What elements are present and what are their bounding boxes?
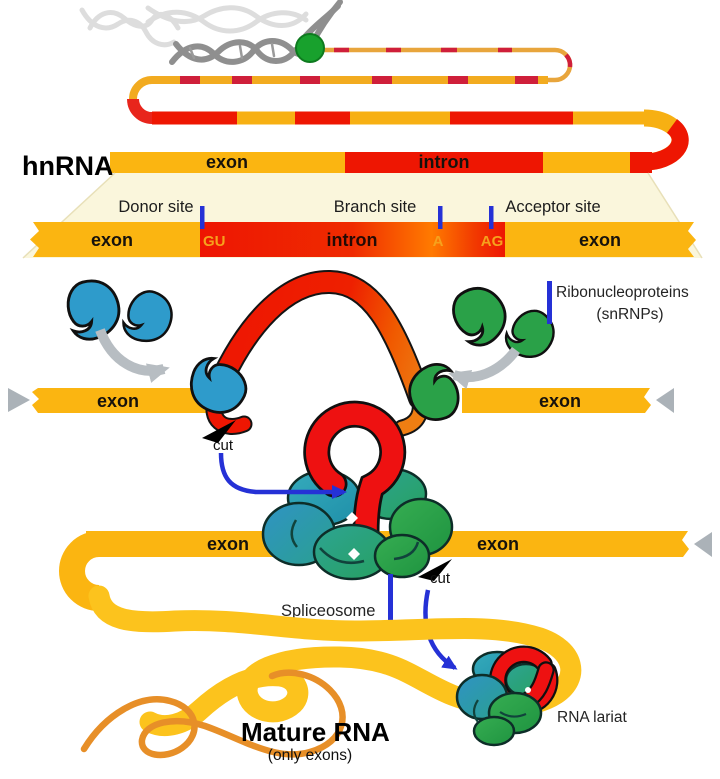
donor-site-tick — [200, 206, 205, 229]
snrnp-label-line1: Ribonucleoproteins — [556, 284, 689, 301]
strand-row-a — [322, 47, 573, 83]
intron-arc — [203, 271, 430, 410]
detail-branch-a-label: A — [433, 233, 444, 250]
hnrna-bar-right-red — [630, 152, 652, 173]
mature-rna-title: Mature RNA — [241, 717, 390, 747]
assembly-exon-right-label: exon — [539, 391, 581, 411]
dna-light-strand-upper-left — [79, 5, 309, 48]
rna-lariat-label: RNA lariat — [557, 709, 627, 726]
hnrna-strand-snake — [127, 47, 689, 171]
acceptor-site-tick — [489, 206, 494, 229]
detail-intron-label: intron — [327, 230, 378, 250]
polymerase-dot-icon — [295, 33, 325, 63]
strand-right-turn-red — [643, 119, 689, 171]
spliceosome-label: Spliceosome — [281, 602, 375, 620]
splicing-exon-left-label: exon — [207, 534, 249, 554]
spliceosome-scene: exon exon Spliceosome cut — [59, 400, 712, 670]
exon-left-downturn — [59, 531, 100, 611]
cut1-label: cut — [213, 437, 234, 454]
spliceosome-lobe-bottom-right — [373, 533, 431, 579]
left-continuation-arrow-icon — [8, 388, 30, 412]
assembly-exon-right-bar — [462, 388, 651, 413]
hnrna-intron-label: intron — [419, 152, 470, 172]
hnrna-exon-label: exon — [206, 152, 248, 172]
mature-rna: Mature RNA (only exons) — [80, 585, 582, 764]
detail-gu-label: GU — [203, 233, 226, 250]
dna-rungs — [188, 42, 276, 60]
hnrna-title: hnRNA — [22, 151, 113, 181]
spliceosome-gap-bottom — [348, 548, 360, 560]
detail-exon-right-label: exon — [579, 230, 621, 250]
assembly-exon-left-label: exon — [97, 391, 139, 411]
strand-row-b — [129, 76, 548, 100]
cut1-flag-icon — [202, 420, 236, 443]
mature-rna-strand-thin — [80, 669, 346, 759]
mature-rna-subtitle: (only exons) — [268, 747, 352, 764]
branch-site-label: Branch site — [334, 198, 417, 216]
acceptor-site-label: Acceptor site — [505, 198, 600, 216]
assembly-exon-left-bar — [32, 388, 206, 413]
hnrna-bar: hnRNA exon intron — [22, 151, 652, 181]
detail-bar-intron — [200, 222, 505, 257]
snrnp-assembly-scene: exon exon Ribonucleoproteins (snRNPs) — [8, 270, 689, 437]
detail-ag-label: AG — [481, 233, 504, 250]
splicing-exon-right-label: exon — [477, 534, 519, 554]
cut1-arrow-icon — [218, 452, 347, 499]
cut2-flag-icon — [418, 559, 452, 581]
snrnp-label-line2: (snRNPs) — [596, 306, 663, 323]
hnrna-bar-intron — [345, 152, 543, 173]
snrnp-blue-blob-2 — [118, 284, 180, 350]
cut1-annotation: cut — [202, 420, 347, 499]
strand-row-a-intron-dashes — [334, 47, 573, 68]
spliceosome-pointer-line — [388, 574, 393, 621]
cut2-label: cut — [430, 570, 451, 587]
donor-site-label: Donor site — [118, 198, 193, 216]
snrnp-pointer-line — [547, 281, 552, 324]
detail-exon-left-label: exon — [91, 230, 133, 250]
lariat-loop — [306, 403, 404, 543]
spliceosome-inner-lines — [290, 519, 420, 565]
strand-left-turn-red — [127, 98, 153, 124]
lariat-inner-lines — [472, 699, 527, 723]
snrnp-blue-blob-1 — [60, 273, 127, 345]
splice-site-detail-bar: exon GU intron A AG exon Donor site Bran… — [30, 198, 696, 257]
lariat-lobe-bottom — [472, 715, 516, 747]
branch-site-tick — [438, 206, 443, 229]
lariat-gap-dot — [525, 687, 531, 693]
zoom-beam-edge-right — [647, 172, 703, 259]
binding-arrow-left-icon — [95, 328, 170, 383]
spliceosome-gap-top — [346, 512, 358, 524]
right-continuation-arrow-icon — [656, 388, 674, 413]
binding-arrow-right-icon — [448, 346, 520, 390]
right-continuation-arrow2-icon — [694, 532, 712, 557]
rna-lariat: RNA lariat — [455, 645, 627, 747]
